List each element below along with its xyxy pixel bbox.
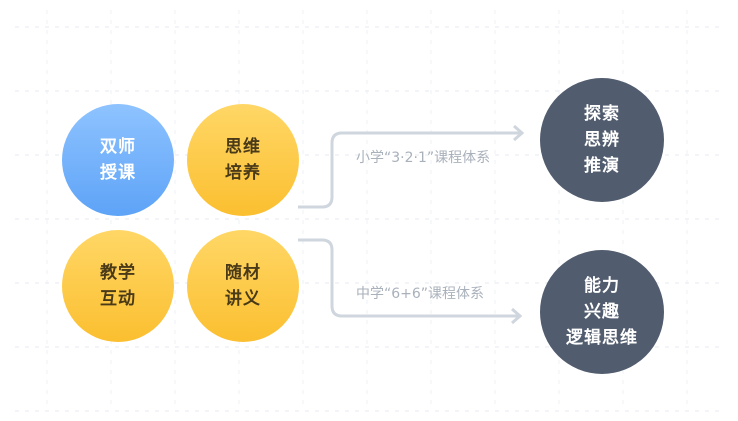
arrow-head-icon (511, 307, 523, 325)
circle-dual-teacher: 双师 授课 (62, 104, 174, 216)
circle-text: 授课 (100, 163, 136, 183)
circle-text: 互动 (100, 289, 136, 309)
circle-text: 逻辑思维 (566, 328, 638, 348)
circle-interaction: 教学 互动 (62, 230, 174, 342)
circle-ability: 能力 兴趣 逻辑思维 (540, 250, 664, 374)
circle-text: 思维 (225, 137, 261, 157)
circle-text: 能力 (584, 276, 620, 296)
circle-thinking: 思维 培养 (187, 104, 299, 216)
arrow-head-icon (513, 124, 525, 142)
circle-text: 探索 (584, 104, 620, 124)
circle-handouts: 随材 讲义 (187, 230, 299, 342)
connector-middle (298, 238, 520, 318)
circle-explore: 探索 思辨 推演 (540, 78, 664, 202)
circle-text: 推演 (584, 156, 620, 176)
circle-text: 教学 (100, 263, 136, 283)
circle-text: 随材 (225, 263, 261, 283)
circle-text: 兴趣 (584, 302, 620, 322)
circle-text: 思辨 (584, 130, 620, 150)
label-primary-system: 小学“3·2·1”课程体系 (356, 150, 491, 166)
label-middle-system: 中学“6+6”课程体系 (356, 286, 485, 302)
circle-text: 讲义 (225, 289, 261, 309)
circle-text: 培养 (225, 163, 261, 183)
connector-primary (298, 131, 522, 209)
circle-text: 双师 (100, 137, 136, 157)
